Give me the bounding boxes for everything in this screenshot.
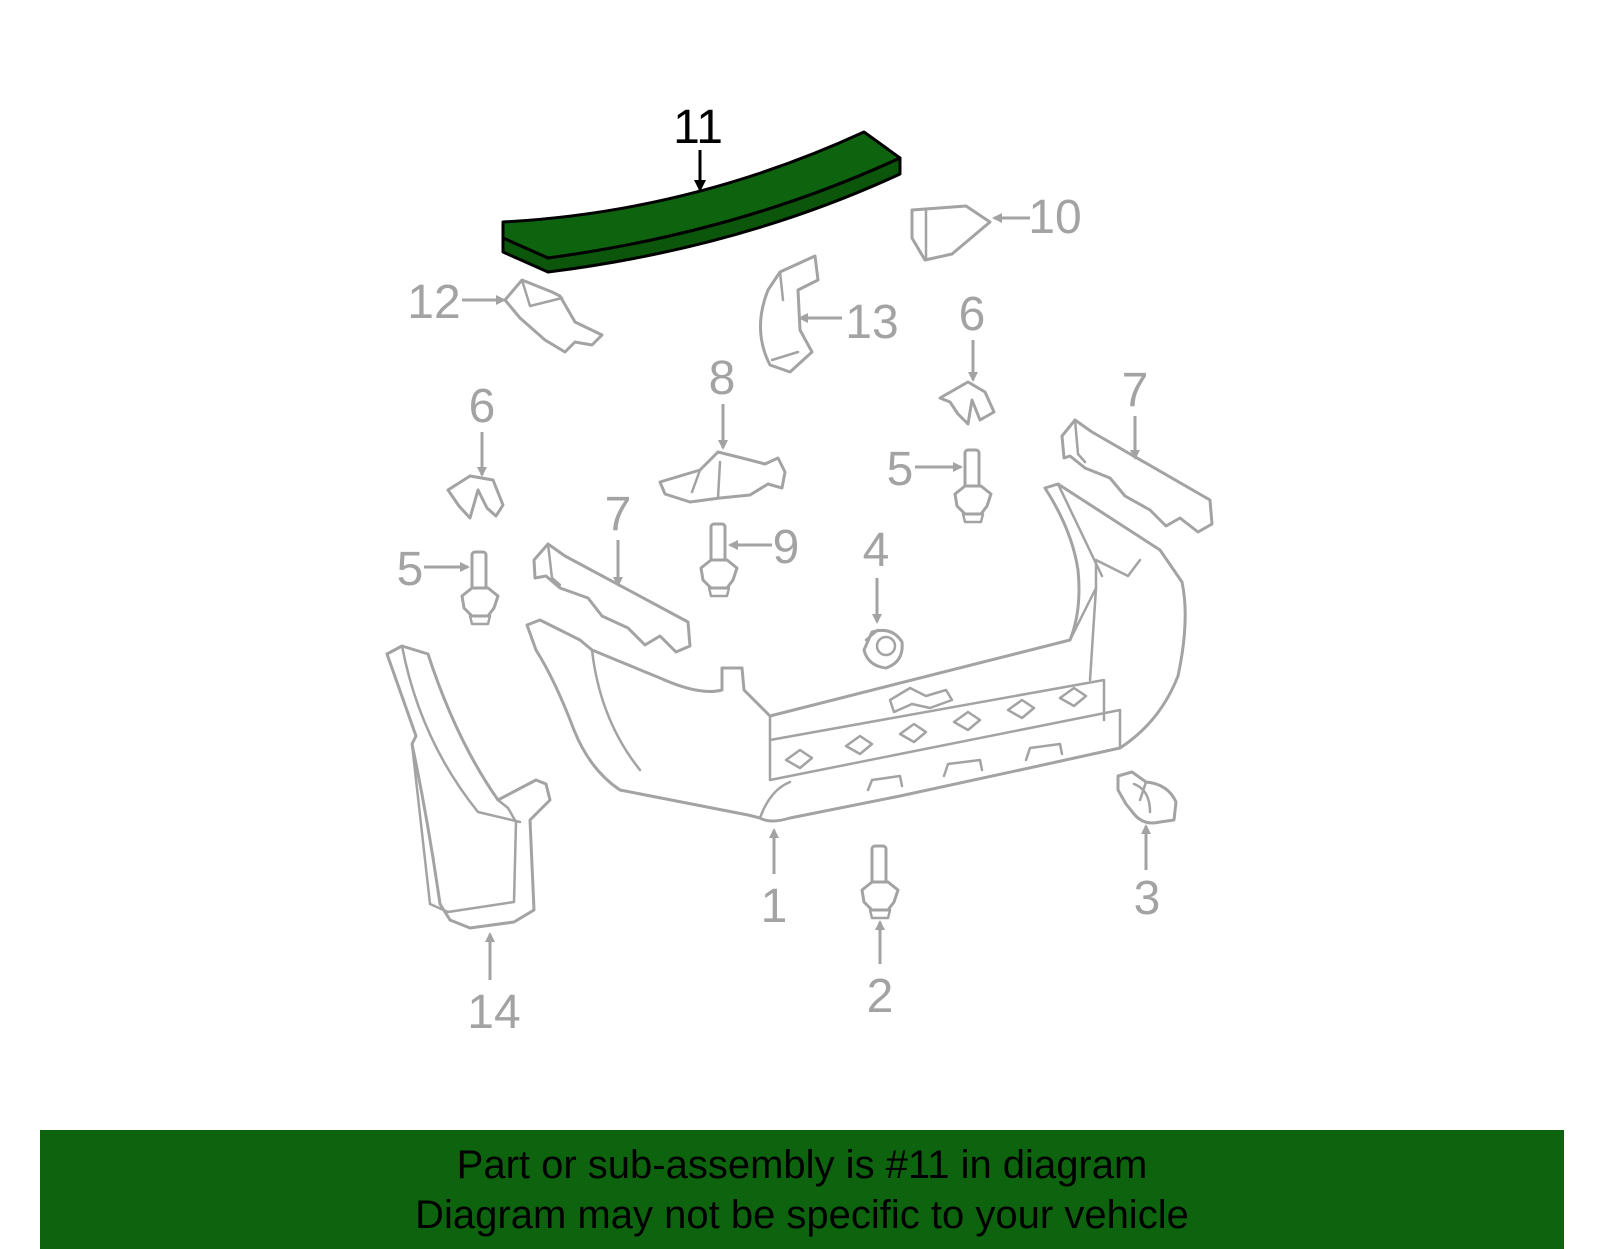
callout-5-right[interactable]: 5 [887,443,914,496]
part-8-bracket[interactable] [658,450,787,504]
callout-14[interactable]: 14 [467,986,520,1039]
banner-line-part: Part or sub-assembly is #11 in diagram [456,1142,1148,1187]
callout-3[interactable]: 3 [1134,872,1161,925]
callout-4[interactable]: 4 [863,524,890,577]
callout-6-left[interactable]: 6 [469,380,496,433]
callout-11[interactable]: 11 [673,101,723,154]
banner-line-disclaimer: Diagram may not be specific to your vehi… [415,1192,1189,1237]
part-6-right-bracket[interactable] [938,380,996,426]
part-11-reinforcement[interactable] [501,130,902,274]
callout-6-right[interactable]: 6 [959,288,986,341]
info-banner: Part or sub-assembly is #11 in diagram D… [40,1130,1564,1249]
callout-2[interactable]: 2 [867,970,894,1023]
part-2-bolt[interactable] [860,844,900,920]
part-12-bracket[interactable] [503,278,604,354]
callout-7-left[interactable]: 7 [605,488,632,541]
callout-9[interactable]: 9 [773,521,800,574]
callout-7-right[interactable]: 7 [1122,364,1149,417]
part-1-bumper-cover[interactable] [525,482,1187,823]
callout-12[interactable]: 12 [407,276,460,329]
part-10-bracket[interactable] [910,204,992,262]
part-9-bolt[interactable] [699,522,739,598]
part-14-mud-guard[interactable] [385,644,552,930]
part-13-bracket[interactable] [758,254,820,374]
callout-10[interactable]: 10 [1028,191,1081,244]
part-4-nut[interactable] [862,628,904,670]
callout-5-left[interactable]: 5 [397,543,424,596]
part-3-fastener[interactable] [1116,770,1178,825]
callout-1[interactable]: 1 [761,880,788,933]
part-6-left-bracket[interactable] [446,474,505,520]
part-5-right-bolt[interactable] [953,448,993,524]
part-5-left-bolt[interactable] [460,550,500,626]
callout-13[interactable]: 13 [845,296,898,349]
callout-8[interactable]: 8 [709,352,736,405]
part-7-left-bracket[interactable] [532,542,692,654]
